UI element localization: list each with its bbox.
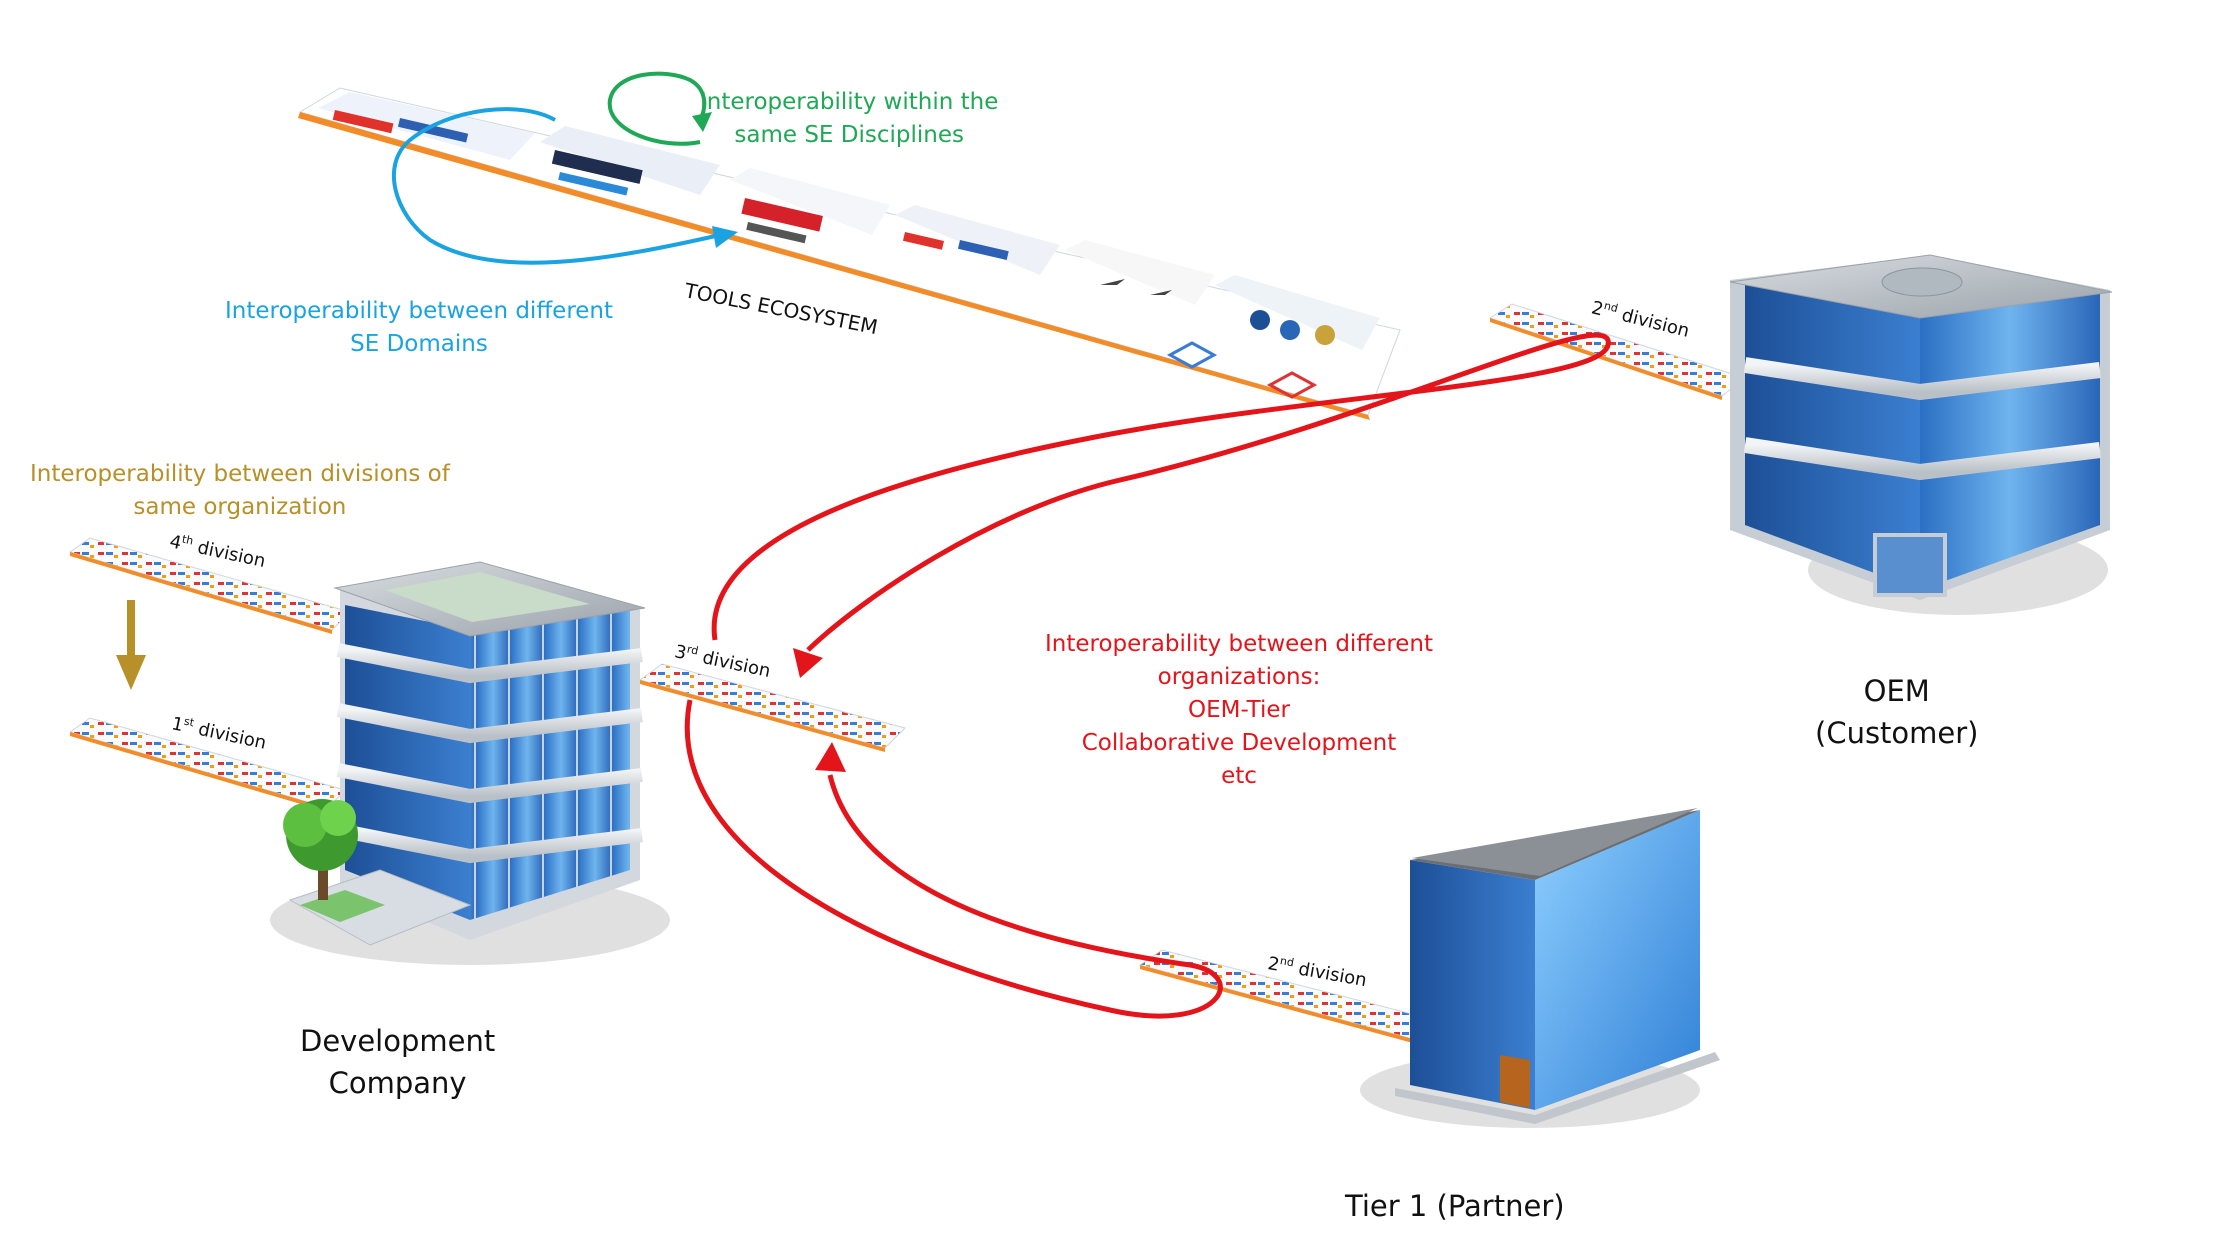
annotation-line: Interoperability within the: [700, 89, 999, 115]
gold-down-arrow: [116, 600, 146, 690]
division-suffix: nd: [1278, 954, 1295, 970]
annotation-line: organizations:: [1157, 664, 1321, 690]
annotation-between-divisions: Interoperability between divisions of sa…: [30, 458, 450, 524]
green-cycle-arrow: [607, 71, 712, 146]
annotation-line: same organization: [133, 494, 347, 520]
division-suffix: rd: [685, 642, 700, 658]
development-company-label: Development Company: [300, 1020, 495, 1104]
division-suffix: th: [180, 532, 195, 548]
annotation-line: Interoperability between divisions of: [30, 461, 450, 487]
oem-label: OEM (Customer): [1815, 670, 1979, 754]
label-line: Development: [300, 1024, 496, 1058]
annotation-line: Interoperability between different: [1045, 631, 1434, 657]
annotation-line: etc: [1221, 763, 1257, 789]
annotation-line: Collaborative Development: [1081, 730, 1397, 756]
division-strip-3rd: [638, 663, 906, 752]
annotation-between-domains: Interoperability between different SE Do…: [225, 295, 613, 361]
development-company-building: [270, 561, 670, 965]
label-line: Company: [328, 1066, 467, 1100]
oem-building: [1729, 254, 2113, 615]
annotation-between-organizations: Interoperability between different organ…: [1045, 628, 1433, 793]
annotation-line: same SE Disciplines: [734, 122, 964, 148]
division-suffix: nd: [1602, 299, 1620, 316]
tools-ecosystem-strip: [298, 87, 1401, 420]
red-org-arrows: [684, 332, 1611, 1019]
label-line: (Customer): [1815, 716, 1979, 750]
division-suffix: st: [182, 714, 196, 730]
tier1-building: [1360, 808, 1720, 1128]
label-line: OEM: [1863, 674, 1930, 708]
blue-loop-arrow: [392, 107, 738, 265]
tree-icon: [283, 799, 358, 900]
annotation-line: OEM-Tier: [1188, 697, 1291, 723]
annotation-within-disciplines: Interoperability within the same SE Disc…: [700, 86, 998, 152]
tool-logo-panels: [318, 92, 1380, 399]
tier1-label: Tier 1 (Partner): [1345, 1189, 1565, 1223]
annotation-line: SE Domains: [350, 331, 488, 357]
annotation-line: Interoperability between different: [225, 298, 614, 324]
